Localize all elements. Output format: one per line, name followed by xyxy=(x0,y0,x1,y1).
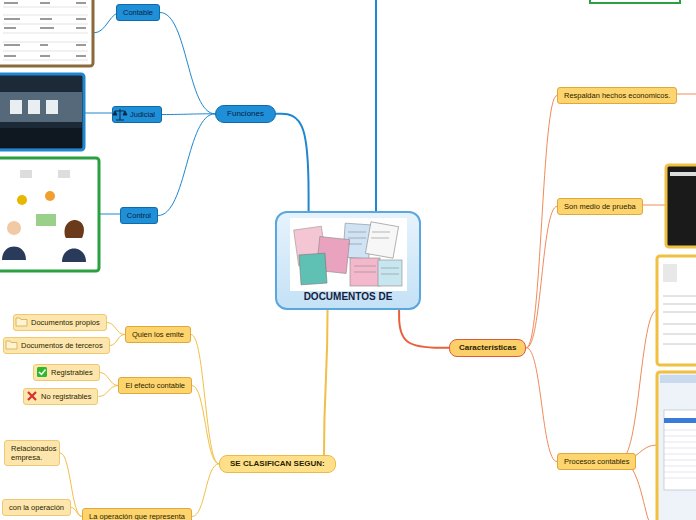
branch-connector xyxy=(191,335,219,464)
justice-icon xyxy=(113,109,127,120)
sub-branch: Respaldan hechos economicos. xyxy=(557,87,677,104)
branch-line xyxy=(375,0,377,212)
main-branch: SE CLASIFICAN SEGUN: xyxy=(219,455,336,473)
topic-label: Procesos contables xyxy=(564,457,629,466)
topic-label: Contable xyxy=(123,8,153,17)
sub-branch: La operación que representa xyxy=(82,508,192,520)
topic-label: Control xyxy=(127,211,151,220)
topic-label: con la operación xyxy=(9,503,64,512)
leaf-topic: Documentos de terceros xyxy=(3,337,110,354)
branch-connector xyxy=(526,207,557,348)
branch-connector xyxy=(110,335,125,346)
topic-label: El efecto contable xyxy=(125,381,185,390)
sub-branch: Contable xyxy=(116,4,160,21)
sub-branch: Procesos contables xyxy=(557,453,636,470)
leaf-topic: con la operación xyxy=(2,499,71,516)
document-image xyxy=(657,256,696,365)
topic-label: No registrables xyxy=(41,392,91,401)
branch-connector xyxy=(526,96,557,348)
branch-connector xyxy=(98,386,118,397)
topic-label: La operación que representa xyxy=(89,512,185,520)
image-frame xyxy=(590,0,680,3)
leaf-topic: No registrables xyxy=(23,388,98,405)
leader-line xyxy=(99,214,122,215)
branch-connector xyxy=(158,114,215,216)
branch-connector xyxy=(399,310,449,348)
topic-label: Judicial xyxy=(130,110,155,119)
branch-connector xyxy=(324,310,328,455)
main-branch: Características xyxy=(449,339,526,357)
main-branch: Funciones xyxy=(215,105,276,123)
topic-label: DOCUMENTOS DE xyxy=(304,291,393,303)
branch-connector xyxy=(100,373,119,386)
sub-branch: Son medio de prueba xyxy=(557,198,643,215)
screenshot-image xyxy=(657,372,696,520)
table-image xyxy=(0,0,93,66)
leader-line xyxy=(620,310,657,460)
topic-label: Funciones xyxy=(227,109,264,119)
branch-connector xyxy=(192,386,219,464)
topic-label: Quien los emite xyxy=(132,330,184,339)
sub-branch: Quien los emite xyxy=(125,326,191,343)
illustration-image xyxy=(0,158,99,271)
topic-label: Relacionados empresa. xyxy=(11,444,53,462)
topic-label: Respaldan hechos economicos. xyxy=(564,91,670,100)
branch-connector xyxy=(162,113,215,115)
check-icon xyxy=(37,367,47,377)
folder-icon xyxy=(6,341,17,349)
topic-label: Documentos propios xyxy=(31,318,100,327)
branch-connector xyxy=(276,114,309,211)
cross-icon xyxy=(28,392,36,400)
branch-connector xyxy=(107,323,125,335)
photo-image xyxy=(666,165,696,247)
topic-label: Son medio de prueba xyxy=(564,202,636,211)
branch-connector xyxy=(71,508,82,517)
branch-connector xyxy=(526,348,557,462)
folder-icon xyxy=(16,318,27,326)
sub-branch: Control xyxy=(120,207,158,224)
topic-label: Documentos de terceros xyxy=(21,341,103,350)
topic-label: Características xyxy=(459,343,516,353)
leaf-topic: Relacionados empresa. xyxy=(4,440,60,466)
branch-connector xyxy=(192,464,219,517)
topic-label: SE CLASIFICAN SEGUN: xyxy=(230,459,325,469)
sub-branch: El efecto contable xyxy=(118,377,192,394)
topic-label: Registrables xyxy=(51,368,93,377)
documents-illustration xyxy=(290,218,407,291)
photo-image xyxy=(0,74,84,150)
branch-connector xyxy=(160,13,215,114)
